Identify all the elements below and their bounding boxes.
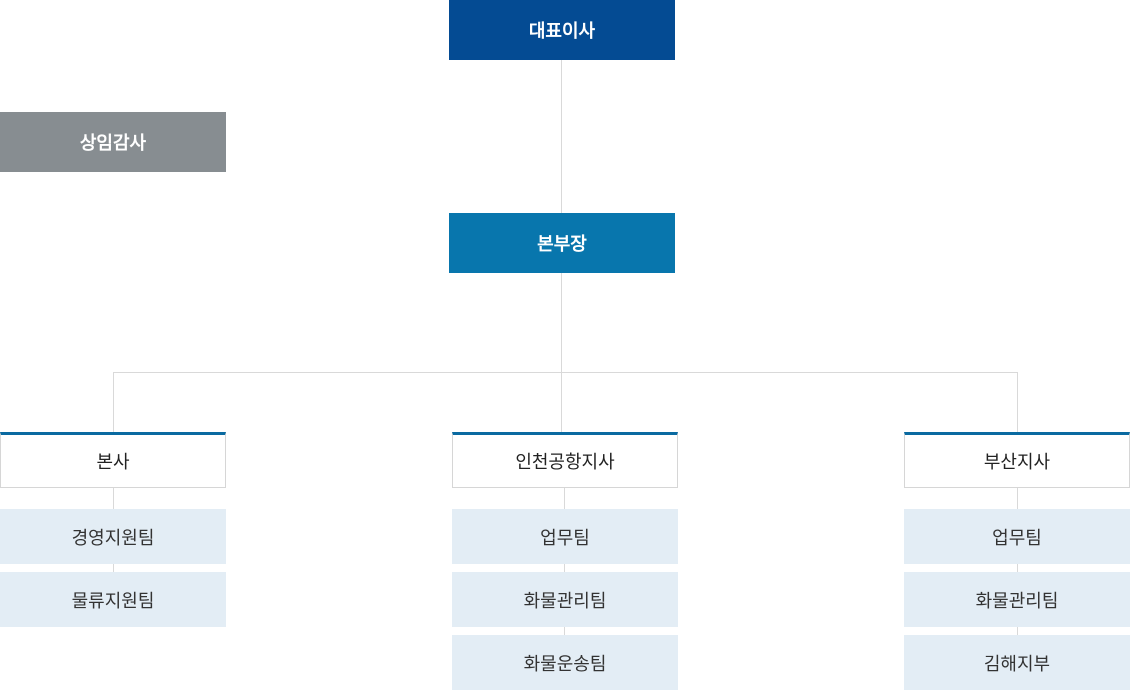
team-box: 김해지부: [904, 635, 1130, 690]
team-box: 업무팀: [904, 509, 1130, 564]
connector-branch-3: [1017, 372, 1018, 432]
team-box: 화물관리팀: [452, 572, 678, 627]
branch-box-headquarters: 본사: [0, 432, 226, 488]
team-box: 물류지원팀: [0, 572, 226, 627]
connector-branch-1: [113, 372, 114, 432]
ceo-box: 대표이사: [449, 0, 675, 60]
team-box: 화물관리팀: [904, 572, 1130, 627]
team-box: 화물운송팀: [452, 635, 678, 690]
team-box: 경영지원팀: [0, 509, 226, 564]
connector-hq-branches: [561, 273, 562, 432]
audit-box: 상임감사: [0, 112, 226, 172]
branch-box-busan: 부산지사: [904, 432, 1130, 488]
connector-ceo-hq: [561, 60, 562, 213]
branch-box-incheon: 인천공항지사: [452, 432, 678, 488]
team-box: 업무팀: [452, 509, 678, 564]
hq-box: 본부장: [449, 213, 675, 273]
connector-horizontal: [113, 372, 1018, 373]
